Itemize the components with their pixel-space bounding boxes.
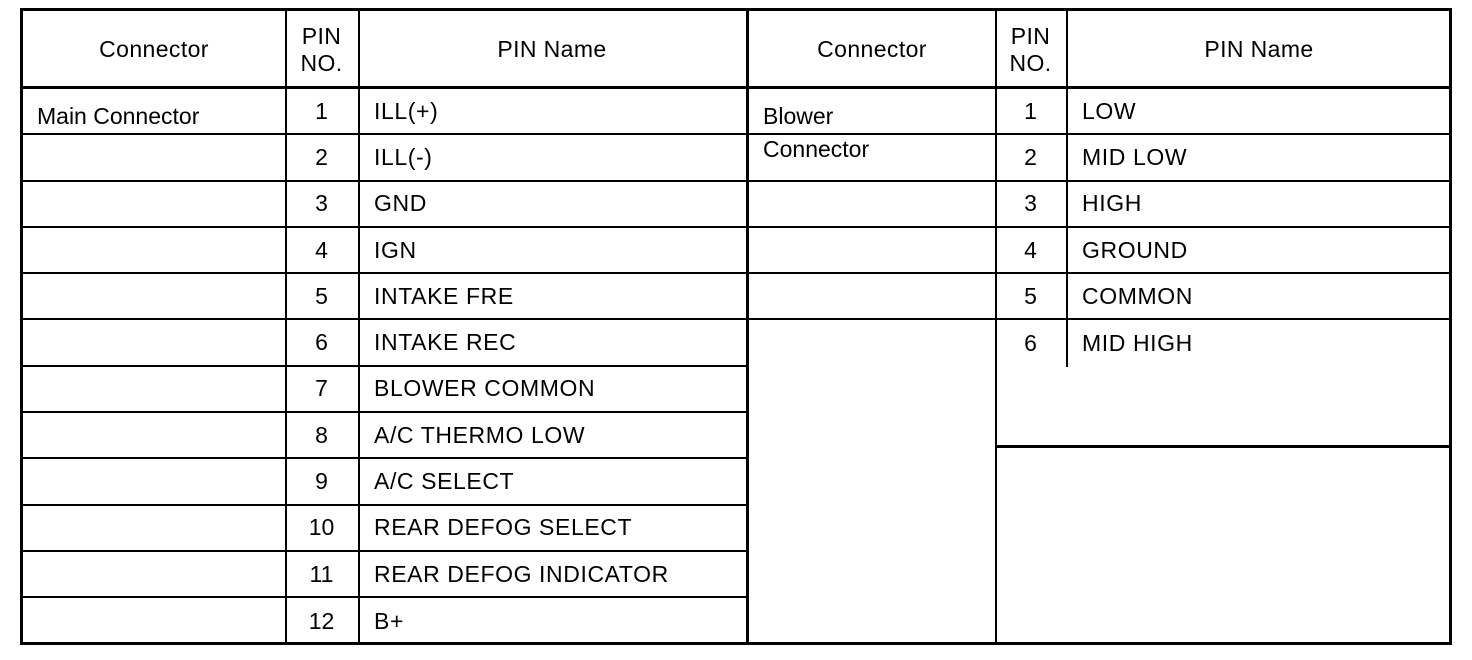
blower-connector-table: Connector PIN NO. PIN Name Blower Connec… — [746, 11, 1452, 642]
cell-pin-name: IGN — [358, 227, 746, 273]
cell-pin-no: 4 — [1024, 236, 1037, 263]
table-row: 4 IGN — [23, 227, 746, 275]
cell-pin-no: 7 — [315, 375, 328, 402]
header-pin-name-right: PIN Name — [1204, 36, 1314, 63]
cell-pin-no: 12 — [308, 607, 335, 634]
main-connector-name: Main Connector — [37, 103, 200, 129]
cell-pin-no: 2 — [315, 143, 328, 170]
main-connector-rows: 1 ILL(+) 2 ILL(-) 3 GND 4 IGN 5 INTAKE FRE 6 INTAKE… — [23, 89, 746, 645]
table-row: 3 HIGH — [749, 181, 1452, 228]
header-pin-no-right: PIN NO. — [1009, 22, 1052, 76]
table-row: 12 B+ — [23, 598, 746, 645]
header-connector: Connector — [99, 36, 209, 63]
cell-pin-name: INTAKE REC — [358, 320, 746, 365]
table-row: 11 REAR DEFOG INDICATOR — [23, 551, 746, 599]
header-pin-no: PIN NO. — [300, 22, 343, 76]
cell-pin-no: 6 — [315, 329, 328, 356]
table-row: 1 ILL(+) — [23, 89, 746, 136]
cell-pin-name: A/C SELECT — [358, 459, 746, 504]
blower-connector-name: Blower Connector — [763, 103, 870, 163]
cell-pin-name: REAR DEFOG SELECT — [358, 505, 746, 550]
blower-connector-rows: 1 LOW 2 MID LOW 3 HIGH 4 GROUND 5 COMMON 6 MID HIGH — [749, 89, 1452, 642]
table-row: 3 GND — [23, 181, 746, 228]
table-row: 2 MID LOW — [749, 135, 1452, 182]
cell-pin-name: INTAKE FRE — [358, 274, 746, 319]
table-row: 5 INTAKE FRE — [23, 274, 746, 321]
table-row: 10 REAR DEFOG SELECT — [23, 505, 746, 552]
table-row: 2 ILL(-) — [23, 135, 746, 182]
table-row: 1 LOW — [749, 89, 1452, 136]
cell-pin-name: GND — [358, 181, 746, 226]
table-row: 4 GROUND — [749, 227, 1452, 275]
table-row: 5 COMMON — [749, 274, 1452, 321]
cell-pin-name: LOW — [1066, 89, 1452, 134]
cell-pin-name: COMMON — [1066, 274, 1452, 319]
cell-pin-name: HIGH — [1066, 181, 1452, 226]
cell-pin-no: 4 — [315, 236, 328, 263]
column-divider-connector-pinno-right — [995, 11, 997, 642]
connector-pin-table: Connector PIN NO. PIN Name Main Connecto… — [20, 8, 1452, 645]
main-connector-header-row: Connector PIN NO. PIN Name — [23, 11, 746, 89]
cell-pin-no: 6 — [1024, 330, 1037, 357]
cell-pin-name: REAR DEFOG INDICATOR — [358, 551, 746, 597]
cell-pin-no: 10 — [308, 514, 335, 541]
cell-pin-name: GROUND — [1066, 227, 1452, 273]
blower-connector-header-row: Connector PIN NO. PIN Name — [749, 11, 1452, 89]
header-connector-right: Connector — [817, 36, 927, 63]
empty-filler-cell — [995, 445, 1452, 642]
table-row: 9 A/C SELECT — [23, 459, 746, 506]
cell-pin-name: A/C THERMO LOW — [358, 413, 746, 458]
table-row: 8 A/C THERMO LOW — [23, 413, 746, 460]
cell-pin-name: B+ — [358, 598, 746, 645]
cell-pin-no: 2 — [1024, 143, 1037, 170]
cell-pin-name: ILL(+) — [358, 89, 746, 134]
table-row: 6 MID HIGH — [749, 320, 1452, 367]
cell-pin-no: 3 — [1024, 190, 1037, 217]
table-row: 6 INTAKE REC — [23, 320, 746, 367]
cell-pin-no: 1 — [1024, 97, 1037, 124]
cell-pin-name: BLOWER COMMON — [358, 366, 746, 412]
cell-pin-no: 11 — [309, 560, 334, 587]
cell-pin-no: 9 — [315, 468, 328, 495]
cell-pin-name: MID LOW — [1066, 135, 1452, 180]
cell-pin-name: ILL(-) — [358, 135, 746, 180]
cell-pin-no: 1 — [315, 97, 328, 124]
column-divider-connector-pinno — [285, 11, 287, 642]
header-pin-name: PIN Name — [497, 36, 607, 63]
cell-pin-name: MID HIGH — [1066, 320, 1452, 367]
table-row: 7 BLOWER COMMON — [23, 366, 746, 414]
main-connector-table: Connector PIN NO. PIN Name Main Connecto… — [23, 11, 746, 645]
cell-pin-no: 8 — [315, 421, 328, 448]
cell-pin-no: 5 — [315, 282, 328, 309]
cell-pin-no: 3 — [315, 190, 328, 217]
cell-pin-no: 5 — [1024, 282, 1037, 309]
